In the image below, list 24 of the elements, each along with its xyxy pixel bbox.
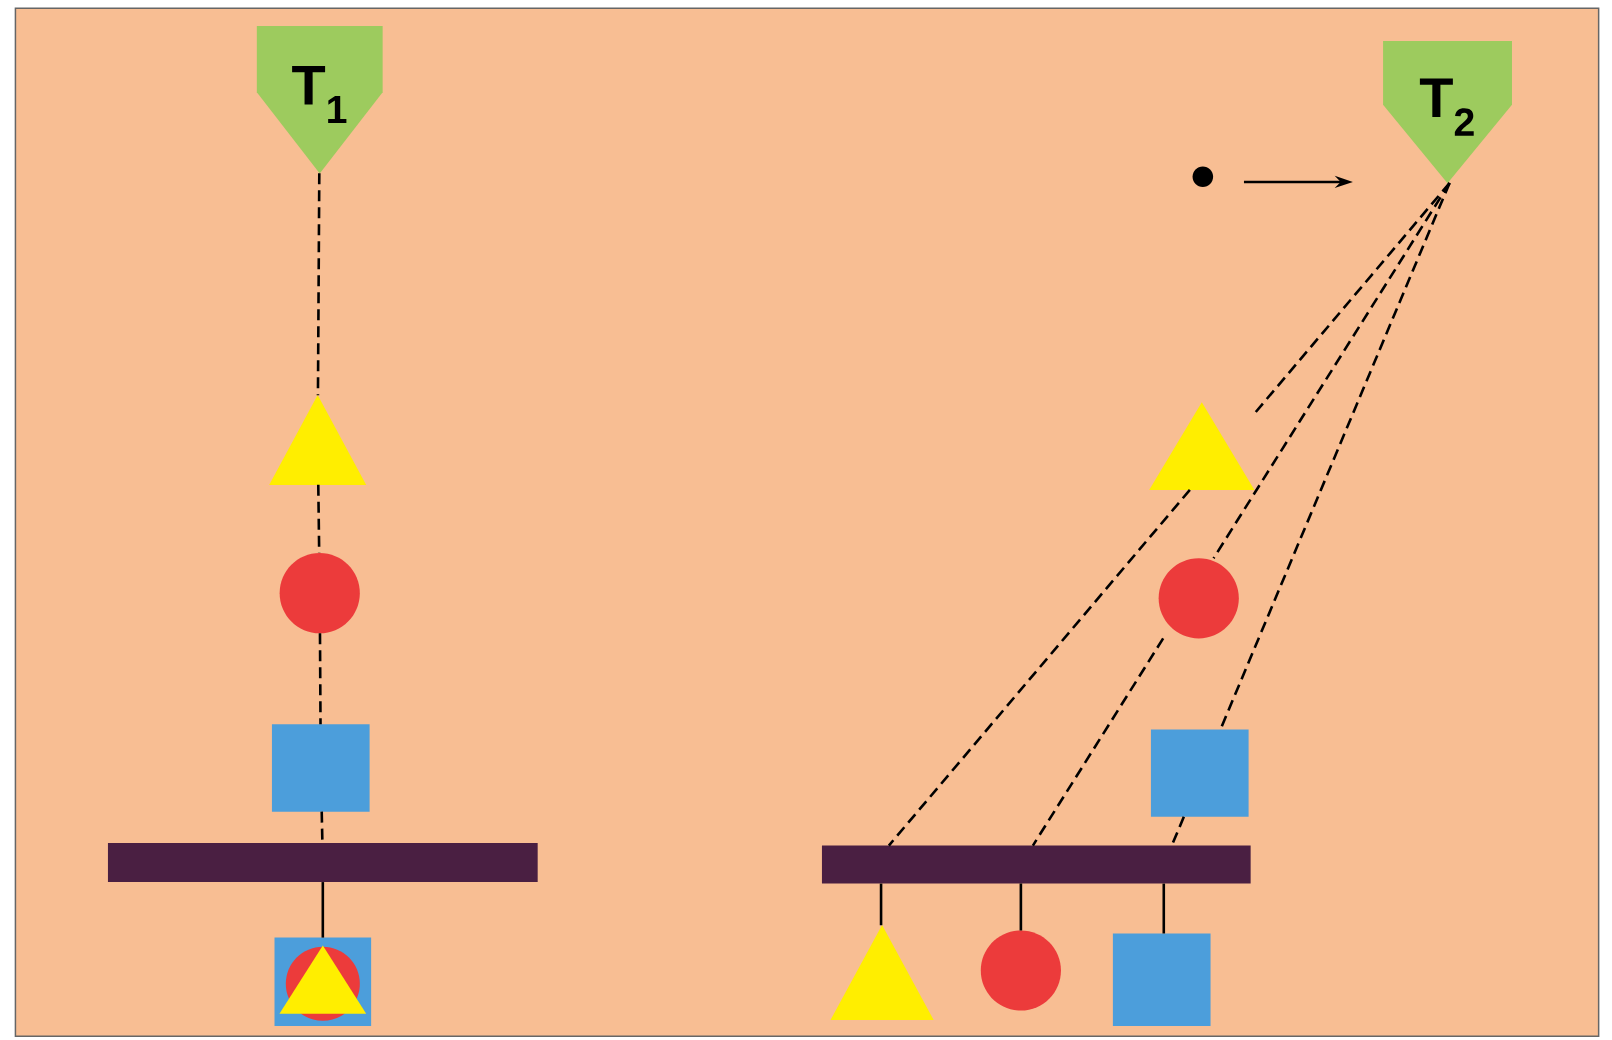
circle-shape (1158, 558, 1239, 639)
dashed-line (316, 173, 321, 396)
triangle-shape (830, 925, 934, 1021)
triangle-shape (1149, 402, 1255, 491)
square-shape (1150, 729, 1249, 817)
dashed-line (1162, 883, 1166, 934)
bar-shape (821, 845, 1251, 884)
pentagon-box: T$_{1}$ (256, 26, 383, 174)
circle-shape (980, 930, 1061, 1011)
dashed-line (1031, 637, 1165, 847)
circle-shape (279, 553, 360, 634)
dashed-line (879, 883, 883, 926)
composite-drawing (274, 937, 372, 1026)
pentagon-box: T$_{2}$ (1383, 40, 1512, 184)
square-shape (271, 724, 370, 812)
square-shape (1112, 933, 1211, 1026)
triangle-shape (269, 395, 367, 485)
dashed-line (1019, 883, 1023, 931)
dashed-line (887, 489, 1191, 847)
dashed-line (1212, 182, 1451, 559)
dashed-line (1253, 182, 1451, 415)
bar-shape (107, 843, 538, 883)
dashed-line (318, 633, 322, 725)
dashed-line (321, 882, 325, 938)
